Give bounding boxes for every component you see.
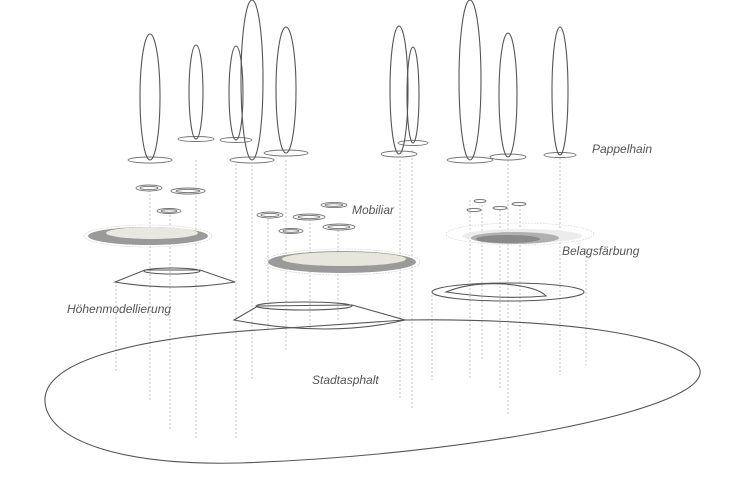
poplar-tree — [380, 25, 418, 158]
mobiliar-layer — [135, 184, 527, 234]
label-belagsfaerbung: Belagsfärbung — [562, 244, 640, 258]
label-hoehenmodellierung: Höhenmodellierung — [67, 302, 171, 316]
poplar-tree — [397, 46, 429, 146]
label-pappelhain: Pappelhain — [592, 142, 652, 156]
poplar-tree — [446, 0, 494, 164]
hoehenmodellierung-layer — [112, 267, 585, 330]
belagsfaerbung-layer — [83, 222, 595, 276]
poplar-tree — [127, 33, 173, 164]
poplar-tree — [489, 32, 527, 161]
poplar-tree — [177, 44, 215, 142]
poplar-tree — [229, 0, 275, 164]
poplar-tree — [219, 45, 253, 143]
stadtasphalt-layer — [44, 319, 701, 464]
poplar-tree — [543, 26, 577, 158]
pappelhain-layer — [127, 0, 577, 164]
label-mobiliar: Mobiliar — [352, 203, 395, 217]
poplar-tree — [263, 26, 309, 157]
vertical-guides — [115, 150, 587, 440]
label-stadtasphalt: Stadtasphalt — [312, 373, 379, 387]
